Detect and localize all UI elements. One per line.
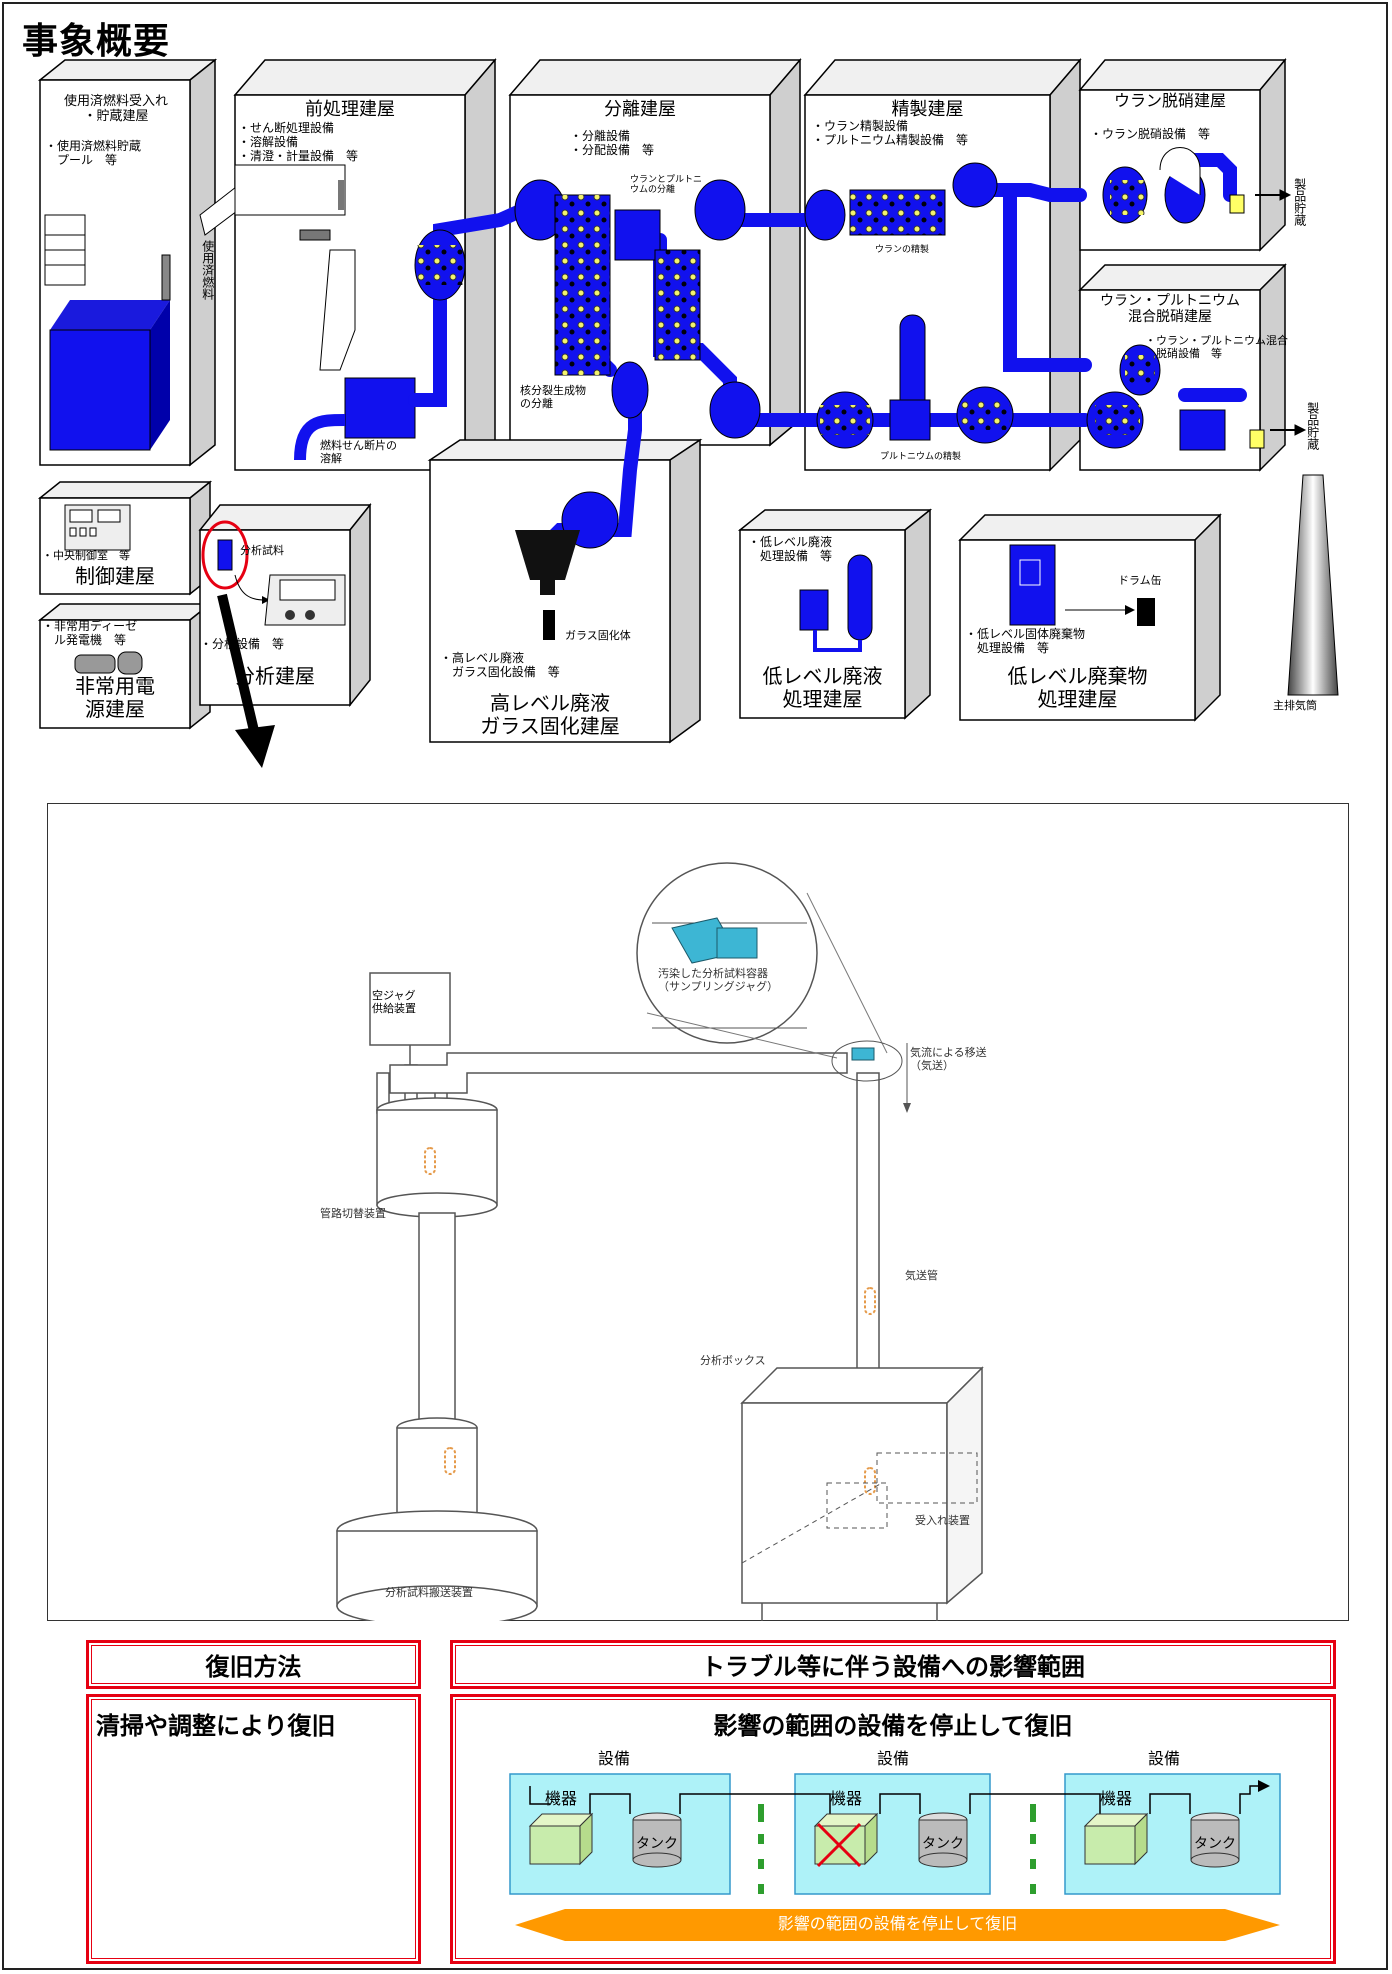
recovery-body: 清掃や調整により復旧 bbox=[96, 1706, 336, 1741]
tank-2-label: タンク bbox=[922, 1836, 964, 1852]
mox-equip: ・ウラン・プルトニウム混合 脱硝設備 等 bbox=[1145, 335, 1288, 360]
pur-name: 精製建屋 bbox=[805, 100, 1050, 121]
generator-icon bbox=[75, 652, 142, 674]
sep-note2: 核分裂生成物 の分離 bbox=[520, 385, 586, 410]
llw-name: 低レベル廃液 処理建屋 bbox=[740, 665, 905, 711]
anal-equip: ・分析設備 等 bbox=[200, 638, 284, 652]
hlw-name: 高レベル廃液 ガラス固化建屋 bbox=[430, 692, 670, 738]
pur-note1: ウランの精製 bbox=[875, 245, 929, 255]
recovery-header: 復旧方法 bbox=[86, 1640, 421, 1689]
uden-name: ウラン脱硝建屋 bbox=[1080, 92, 1260, 110]
exhaust-stack bbox=[1288, 475, 1338, 695]
pneumatic-label: 気流による移送 （気送） bbox=[910, 1047, 987, 1072]
control-panel-icon bbox=[65, 505, 130, 550]
spent-fuel-label: 使用済燃料 bbox=[200, 240, 214, 300]
sep-name: 分離建屋 bbox=[510, 100, 770, 121]
emerg-name: 非常用電 源建屋 bbox=[40, 675, 190, 721]
sep-note1: ウランとプルトニ ウムの分離 bbox=[630, 175, 702, 196]
pre-name: 前処理建屋 bbox=[235, 100, 465, 121]
emerg-equip: ・非常用ディーゼ ル発電機 等 bbox=[42, 620, 137, 648]
stack-label: 主排気筒 bbox=[1273, 700, 1317, 713]
product-label-2: 製品貯蔵 bbox=[1305, 402, 1319, 450]
tube-sorter-label: 管路切替装置 bbox=[320, 1208, 386, 1221]
product-label-1: 製品貯蔵 bbox=[1292, 178, 1306, 226]
sep-equip: ・分離設備 ・分配設備 等 bbox=[570, 130, 654, 158]
control-equip: ・中央制御室 等 bbox=[42, 550, 130, 563]
machine-3-label: 機器 bbox=[1100, 1790, 1132, 1808]
box-label: 分析ボックス bbox=[700, 1355, 766, 1368]
lls-drum: ドラム缶 bbox=[1118, 575, 1162, 588]
impact-header: トラブル等に伴う設備への影響範囲 bbox=[450, 1640, 1336, 1689]
anal-sample: 分析試料 bbox=[240, 545, 284, 558]
machine-1-label: 機器 bbox=[545, 1790, 577, 1808]
machine-2-label: 機器 bbox=[830, 1790, 862, 1808]
tank-3-label: タンク bbox=[1194, 1836, 1236, 1852]
pur-note2: プルトニウムの精製 bbox=[880, 452, 961, 462]
tank-1-label: タンク bbox=[636, 1836, 678, 1852]
control-name: 制御建屋 bbox=[40, 565, 190, 588]
llw-equip: ・低レベル廃液 処理設備 等 bbox=[748, 536, 832, 564]
impact-arrow-text: 影響の範囲の設備を停止して復旧 bbox=[515, 1915, 1280, 1933]
pur-equip: ・ウラン精製設備 ・プルトニウム精製設備 等 bbox=[812, 120, 968, 148]
lls-name: 低レベル廃棄物 処理建屋 bbox=[960, 665, 1195, 711]
pre-equip: ・せん断処理設備 ・溶解設備 ・清澄・計量設備 等 bbox=[238, 122, 358, 163]
storage-name: 使用済燃料受入れ ・貯蔵建屋 bbox=[42, 95, 190, 125]
uden-equip: ・ウラン脱硝設備 等 bbox=[1090, 128, 1210, 142]
lls-equip: ・低レベル固体廃棄物 処理設備 等 bbox=[965, 628, 1085, 656]
anal-name: 分析建屋 bbox=[200, 665, 350, 688]
storage-equip: ・使用済燃料貯蔵 プール 等 bbox=[45, 140, 141, 168]
jag-label: 汚染した分析試料容器 （サンプリングジャグ） bbox=[658, 968, 778, 993]
detail-drawing bbox=[47, 803, 1349, 1621]
pipe-label: 気送管 bbox=[905, 1270, 938, 1283]
hlw-vit: ガラス固化体 bbox=[565, 630, 631, 643]
dispatch-label: 分析試料搬送装置 bbox=[385, 1587, 473, 1600]
pre-note: 燃料せん断片の 溶解 bbox=[320, 440, 397, 465]
hlw-equip: ・高レベル廃液 ガラス固化設備 等 bbox=[440, 652, 560, 680]
mox-name: ウラン・プルトニウム 混合脱硝建屋 bbox=[1080, 293, 1260, 325]
receiver-label: 受入れ装置 bbox=[915, 1515, 970, 1528]
feeder-label: 空ジャグ 供給装置 bbox=[372, 990, 416, 1015]
